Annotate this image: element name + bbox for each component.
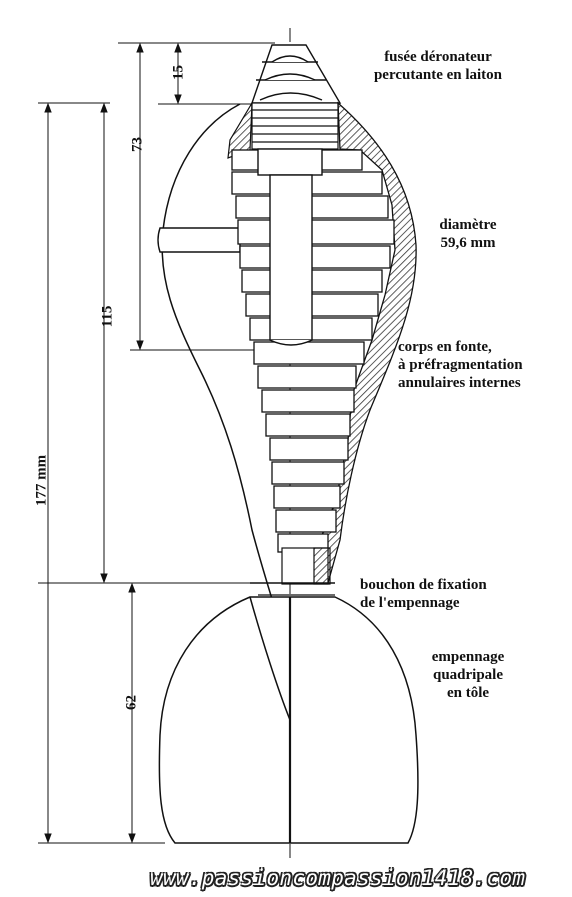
fuse-label-line2: percutante en laiton	[373, 67, 503, 83]
plug-label-line2: de l'empennage	[360, 595, 460, 611]
body-label-line3: annulaires internes	[398, 375, 521, 391]
diameter-label-line1: diamètre	[439, 217, 497, 233]
fuse-label-line1: fusée déronateur	[384, 49, 492, 65]
dim-73: 73	[129, 137, 146, 152]
body-label-line2: à préfragmentation	[398, 357, 523, 373]
fuse-thread	[251, 102, 339, 150]
dimension-lines	[38, 42, 278, 844]
dim-62: 62	[123, 695, 140, 710]
tail-label-line1: empennage	[431, 649, 505, 665]
central-tube	[257, 148, 323, 346]
tail-fin	[158, 596, 419, 844]
equator-band	[157, 227, 241, 253]
diameter-label-line2: 59,6 mm	[440, 235, 496, 251]
diameter-label: diamètre 59,6 mm	[428, 216, 508, 252]
fuse-label: fusée déronateur percutante en laiton	[368, 48, 508, 84]
dim-115: 115	[99, 305, 116, 328]
body-wall-neck	[227, 102, 253, 159]
tail-label-line2: quadripale	[432, 667, 504, 683]
body-outline	[161, 103, 289, 651]
tail-label: empennage quadripale en tôle	[418, 648, 518, 702]
dim-15: 15	[170, 65, 187, 80]
tail-plug	[250, 547, 335, 596]
body-label: corps en fonte, à préfragmentation annul…	[398, 338, 523, 392]
dim-177: 177 mm	[33, 454, 50, 507]
fuse-nose	[251, 44, 342, 104]
dimension-arrows	[44, 42, 182, 844]
tail-label-line3: en tôle	[446, 685, 490, 701]
watermark: www.passioncompassion1418.com	[150, 866, 526, 890]
plug-label-line1: bouchon de fixation	[360, 577, 487, 593]
plug-label: bouchon de fixation de l'empennage	[360, 576, 487, 612]
body-label-line1: corps en fonte,	[398, 339, 492, 355]
